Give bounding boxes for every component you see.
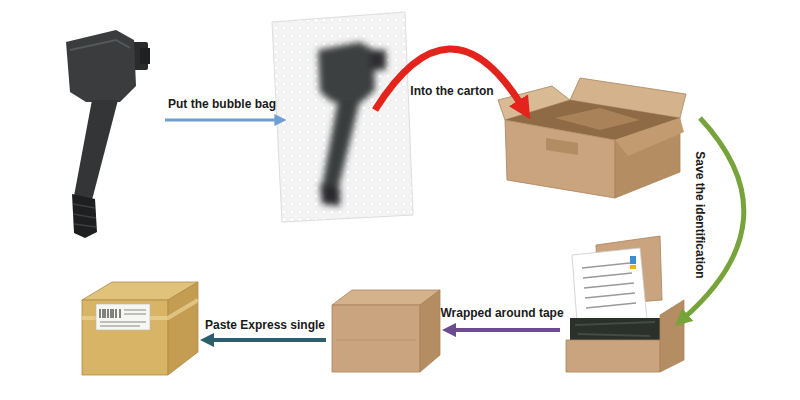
ignition-coil: [70, 40, 130, 50]
ignition-coil: [74, 100, 118, 200]
process-arrows: [375, 49, 522, 110]
step-label: Save the identification: [693, 151, 707, 278]
packed-carton: [582, 263, 636, 308]
open-carton: [546, 138, 578, 155]
packed-carton: [575, 322, 655, 336]
closed-box: [336, 340, 416, 341]
bubble-bag: [322, 100, 360, 190]
shipping-box: [82, 300, 168, 375]
bubble-bag: [318, 42, 386, 206]
bubble-bag: [320, 184, 340, 206]
process-arrows: [684, 118, 744, 318]
packed-carton: [660, 300, 684, 372]
ignition-coil: [66, 30, 136, 102]
step-label: Paste Express single: [205, 318, 325, 332]
open-carton: [615, 118, 684, 156]
step-label: Wrapped around tape: [440, 306, 563, 320]
process-arrows: [452, 328, 560, 332]
process-arrows: [210, 338, 326, 342]
open-carton: [505, 120, 615, 198]
closed-box: [332, 305, 420, 372]
packed-carton: [630, 265, 636, 269]
shipping-box: [96, 304, 150, 330]
closed-box: [332, 290, 440, 372]
ignition-coil: [73, 204, 96, 227]
open-carton: [498, 78, 686, 198]
closed-box: [420, 290, 440, 372]
step-label: Put the bubble bag: [168, 97, 276, 111]
bubble-bag: [272, 12, 413, 222]
packed-carton: [630, 256, 636, 264]
shipping-box: [82, 282, 198, 375]
process-arrows: [165, 119, 278, 122]
step-label: Into the carton: [410, 84, 493, 98]
ignition-coil: [72, 194, 97, 238]
packed-carton: [566, 340, 660, 372]
ignition-coil: [140, 48, 150, 64]
shipping-box: [168, 282, 198, 375]
bubble-bag: [272, 12, 413, 222]
packed-carton: [566, 236, 684, 372]
bubble-bag: [318, 42, 375, 102]
bubble-bag: [370, 50, 386, 70]
shipping-box: [100, 309, 120, 318]
process-arrows: [165, 49, 744, 340]
open-carton: [555, 108, 640, 130]
shipping-box: [100, 310, 146, 326]
ignition-coil: [66, 30, 150, 238]
